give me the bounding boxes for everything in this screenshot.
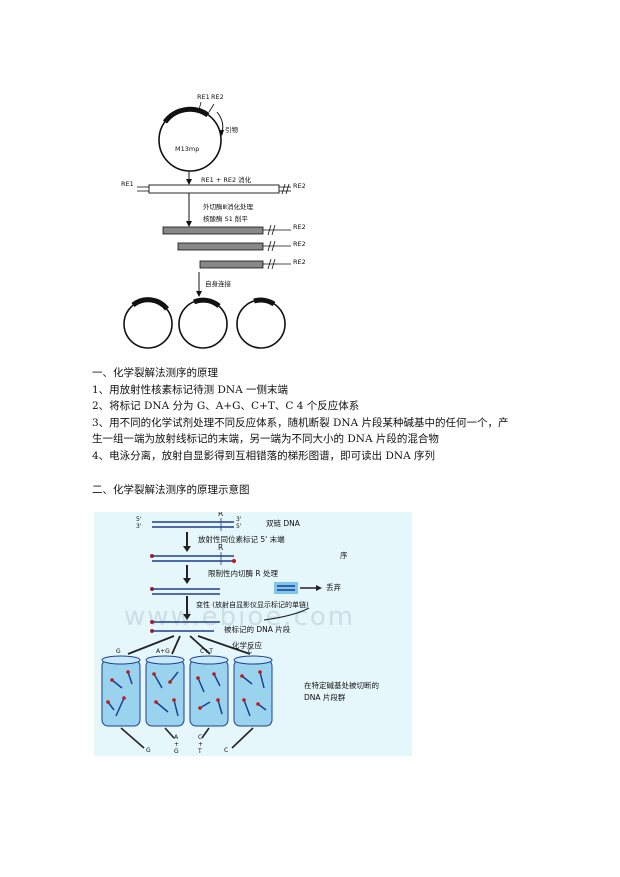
ds-dna-label: 双链 DNA (266, 519, 300, 528)
r-mid-label: R (218, 543, 224, 552)
cleaved-label-2: DNA 片段群 (304, 693, 346, 702)
tube-ag (145, 655, 185, 727)
bottom-arrow-ag (164, 727, 175, 739)
split-arrow-ag (171, 635, 181, 655)
re1-label: RE1 (197, 93, 210, 101)
ligation-label: 自身连接 (205, 280, 231, 288)
five-prime-right-label: 5' (236, 523, 242, 530)
tube-ct (189, 655, 229, 727)
labeled-fragment-label: 被标记的 DNA 片段 (224, 625, 291, 634)
split-arrow-c (197, 635, 251, 655)
denature-curve (263, 607, 310, 621)
restriction-label: 限制性内切酶 R 处理 (208, 569, 278, 578)
arrow-1-head (186, 179, 192, 185)
exo-step-label: 外切酶Ⅲ消化处理 (203, 203, 253, 211)
primer-label: 引物 (225, 126, 238, 134)
tube-ct-label: C+T (200, 648, 213, 655)
ligated-circle-3 (236, 299, 286, 349)
re2-label: RE2 (211, 93, 224, 101)
fragment-2 (177, 242, 264, 251)
label-dot-2 (232, 559, 236, 563)
s1-step-label: 核酸酶 S1 削平 (203, 215, 248, 223)
re2-frag2-label: RE2 (293, 240, 306, 248)
bottom-plus-2: + (198, 741, 204, 748)
fragment-1 (162, 226, 264, 235)
ligated-circle-2 (178, 299, 228, 349)
re2-frag3-label: RE2 (293, 258, 306, 266)
primer-arrowhead (219, 130, 224, 136)
discard-box (274, 582, 298, 594)
primer-arrow (216, 111, 224, 133)
bottom-arrow-g (120, 727, 145, 749)
fragment-1-break (267, 224, 276, 236)
section-1: 一、化学裂解法测序的原理 1、用放射性核素标记待测 DNA 一侧末端 2、将标记… (92, 365, 532, 464)
bottom-c2-label: C (224, 747, 229, 754)
f2-arrow-1-head (183, 546, 191, 552)
ligated-circle-2-arc (193, 297, 221, 308)
fragment-2-break (267, 240, 276, 252)
figure-2: www.ebioe.com (94, 512, 412, 756)
ligated-circle-3-arc (253, 297, 276, 307)
discard-arrow-head (316, 585, 322, 591)
section-1-heading: 一、化学裂解法测序的原理 (92, 367, 218, 379)
label-step-label: 放射性同位素标记 5' 末端 (198, 535, 285, 544)
f2-arrow-2-head (183, 578, 191, 584)
section-1-item-3b: 生一组一端为放射线标记的末端，另一端为不同大小的 DNA 片段的混合物 (92, 433, 439, 445)
tube-g (101, 655, 141, 727)
arrow-2-head (186, 221, 192, 227)
five-prime-label: 5' (136, 516, 142, 523)
bottom-g-label: G (146, 747, 151, 754)
linear-dna (148, 184, 280, 194)
bottom-a-label: A (174, 734, 179, 741)
chem-reaction-label: 化学反应 (232, 641, 262, 650)
split-arrow-g (127, 635, 175, 655)
fragment-3 (199, 260, 264, 269)
section-1-item-2: 2、将标记 DNA 分为 G、A+G、C+T、C 4 个反应体系 (92, 400, 360, 412)
re2-frag1-label: RE2 (293, 223, 306, 231)
tube-c (233, 655, 273, 727)
bottom-g2-label: G (174, 748, 179, 755)
ligated-circle-1-arc (131, 297, 169, 311)
seq-char-label: 序 (340, 551, 348, 560)
cleaved-label-1: 在特定碱基处被切断的 (304, 681, 379, 690)
section-1-item-1: 1、用放射性核素标记待测 DNA 一侧末端 (92, 383, 289, 396)
split-arrow-ct (189, 635, 211, 655)
discard-label: 丢弃 (326, 583, 341, 592)
three-prime-label: 3' (136, 523, 142, 530)
re2-tick (208, 103, 215, 113)
re1-left-label: RE1 (121, 180, 134, 188)
bottom-t-label: T (198, 748, 202, 755)
digest-label: RE1 + RE2 消化 (201, 176, 252, 184)
linear-dna-break (281, 183, 290, 195)
figure-1: RE1 RE2 引物 M13mp RE1 + RE2 消化 RE1 RE2 外切… (115, 88, 355, 350)
insert-arc (162, 106, 210, 124)
figure-1-drawing (123, 101, 291, 349)
fragment-3-break (267, 258, 276, 270)
f2-arrow-3-head (183, 614, 191, 620)
re1-tick (198, 101, 202, 111)
section-1-item-4: 4、电泳分离，放射自显影得到互相错落的梯形图谱，即可读出 DNA 序列 (92, 449, 436, 462)
tube-c-label: C (248, 648, 253, 655)
section-2-heading: 二、化学裂解法测序的原理示意图 (92, 484, 250, 496)
bottom-arrow-c (231, 727, 254, 749)
figure-2-drawing (101, 518, 322, 749)
tube-g-label: G (116, 648, 121, 655)
watermark: www.ebioe.com (124, 602, 356, 632)
tube-ag-label: A+G (156, 648, 170, 655)
r-top-label: R (218, 512, 224, 518)
re2-right-label: RE2 (293, 182, 306, 190)
denature-label: 变性 (放射自显影仪显示标记的单链) (196, 601, 309, 609)
three-prime-right-label: 3' (236, 516, 242, 523)
arrow-3-head (196, 291, 202, 297)
plasmid-label: M13mp (175, 145, 200, 153)
bottom-plus-1: + (174, 741, 180, 748)
bottom-c-label: C (198, 734, 203, 741)
section-1-item-3a: 3、用不同的化学试剂处理不同反应体系，随机断裂 DNA 片段某种碱基中的任何一个… (92, 416, 509, 429)
bottom-arrow-ct (201, 727, 210, 739)
